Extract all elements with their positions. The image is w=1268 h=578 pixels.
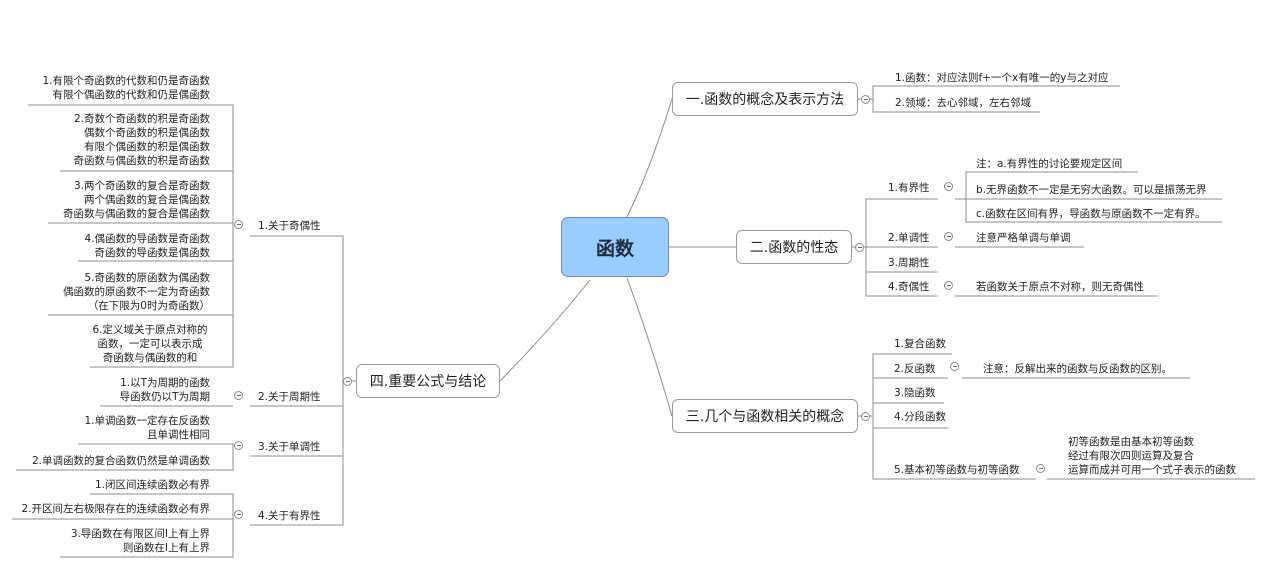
branch-formulas-title[interactable]: 四.重要公式与结论 — [356, 364, 500, 398]
periodicity-item-1[interactable]: 1.以T为周期的函数导函数仍以T为周期 — [119, 377, 210, 403]
elementary-note-line2: 经过有限次四则运算及复合 — [1068, 450, 1194, 462]
monotonicity-note[interactable]: 注意严格单调与单调 — [976, 232, 1071, 244]
collapse-toggle-icon[interactable] — [234, 510, 243, 519]
monotonicity-item-1[interactable]: 1.单调函数一定存在反函数且单调性相同 — [84, 415, 210, 441]
monotonicity-item-2[interactable]: 2.单调函数的复合函数仍然是单调函数 — [31, 455, 210, 467]
boundedness-note-b[interactable]: b.无界函数不一定是无穷大函数。可以是振荡无界 — [976, 184, 1207, 196]
concept-item-neighborhood[interactable]: 2.领域：去心邻域，左右邻域 — [895, 97, 1032, 109]
parity-item-5[interactable]: 5.奇函数的原函数为偶函数偶函数的原函数不一定为奇函数 （在下限为0时为奇函数） — [63, 272, 210, 312]
boundedness-note-c[interactable]: c.函数在区间有界，导函数与原函数不一定有界。 — [976, 208, 1206, 220]
collapse-toggle-icon[interactable] — [944, 182, 953, 191]
concept-item-function[interactable]: 1.函数：对应法则f+一个x有唯一的y与之对应 — [895, 72, 1109, 84]
collapse-toggle-icon[interactable] — [855, 243, 864, 252]
central-topic[interactable]: 函数 — [561, 217, 669, 277]
property-monotonicity[interactable]: 2.单调性 — [888, 232, 930, 244]
formula-periodicity-label[interactable]: 2.关于周期性 — [258, 391, 321, 403]
concept-elementary-functions[interactable]: 5.基本初等函数与初等函数 — [894, 464, 1020, 476]
elementary-note-line1: 初等函数是由基本初等函数 — [1068, 436, 1194, 448]
formula-boundedness-label[interactable]: 4.关于有界性 — [258, 510, 321, 522]
collapse-toggle-icon[interactable] — [950, 362, 959, 371]
collapse-toggle-icon[interactable] — [234, 441, 243, 450]
elementary-note-line3: 运算而成并可用一个式子表示的函数 — [1068, 464, 1236, 476]
parity-item-2[interactable]: 2.奇数个奇函数的积是奇函数偶数个奇函数的积是偶函数 有限个偶函数的积是偶函数奇… — [73, 113, 211, 167]
property-periodicity[interactable]: 3.周期性 — [888, 257, 930, 269]
collapse-toggle-icon[interactable] — [343, 377, 352, 386]
concept-inverse-function[interactable]: 2.反函数 — [894, 363, 936, 375]
formula-parity-label[interactable]: 1.关于奇偶性 — [258, 220, 321, 232]
collapse-toggle-icon[interactable] — [234, 220, 243, 229]
parity-item-4[interactable]: 4.偶函数的导函数是奇函数奇函数的导函数是偶函数 — [84, 233, 210, 259]
collapse-toggle-icon[interactable] — [861, 412, 870, 421]
collapse-toggle-icon[interactable] — [861, 95, 870, 104]
concept-implicit-function[interactable]: 3.隐函数 — [894, 387, 936, 399]
boundedness-note-a[interactable]: 注：a.有界性的讨论要规定区间 — [976, 158, 1123, 170]
concept-composite-function[interactable]: 1.复合函数 — [894, 338, 947, 350]
collapse-toggle-icon[interactable] — [944, 281, 953, 290]
collapse-toggle-icon[interactable] — [234, 391, 243, 400]
parity-item-6[interactable]: 6.定义域关于原点对称的函数，一定可以表示成 奇函数与偶函数的和 — [92, 324, 208, 364]
parity-item-3[interactable]: 3.两个奇函数的复合是奇函数两个偶函数的复合是偶函数 奇函数与偶函数的复合是偶函… — [63, 180, 210, 220]
parity-note[interactable]: 若函数关于原点不对称，则无奇偶性 — [976, 281, 1144, 293]
boundedness-item-3[interactable]: 3.导函数在有限区间I上有上界则函数在I上有上界 — [70, 528, 210, 554]
boundedness-item-2[interactable]: 2.开区间左右极限存在的连续函数必有界 — [21, 503, 210, 515]
formula-monotonicity-label[interactable]: 3.关于单调性 — [258, 441, 321, 453]
boundedness-item-1[interactable]: 1.闭区间连续函数必有界 — [94, 479, 210, 491]
branch-properties-title[interactable]: 二.函数的性态 — [736, 230, 852, 264]
collapse-toggle-icon[interactable] — [1036, 464, 1045, 473]
branch-related-concepts-title[interactable]: 三.几个与函数相关的概念 — [672, 399, 858, 433]
inverse-function-note[interactable]: 注意：反解出来的函数与反函数的区别。 — [983, 363, 1172, 375]
concept-piecewise-function[interactable]: 4.分段函数 — [894, 411, 947, 423]
property-parity[interactable]: 4.奇偶性 — [888, 281, 930, 293]
branch-concept-title[interactable]: 一.函数的概念及表示方法 — [672, 82, 858, 116]
property-boundedness[interactable]: 1.有界性 — [888, 182, 930, 194]
collapse-toggle-icon[interactable] — [944, 232, 953, 241]
parity-item-1[interactable]: 1.有限个奇函数的代数和仍是奇函数有限个偶函数的代数和仍是偶函数 — [42, 75, 210, 101]
